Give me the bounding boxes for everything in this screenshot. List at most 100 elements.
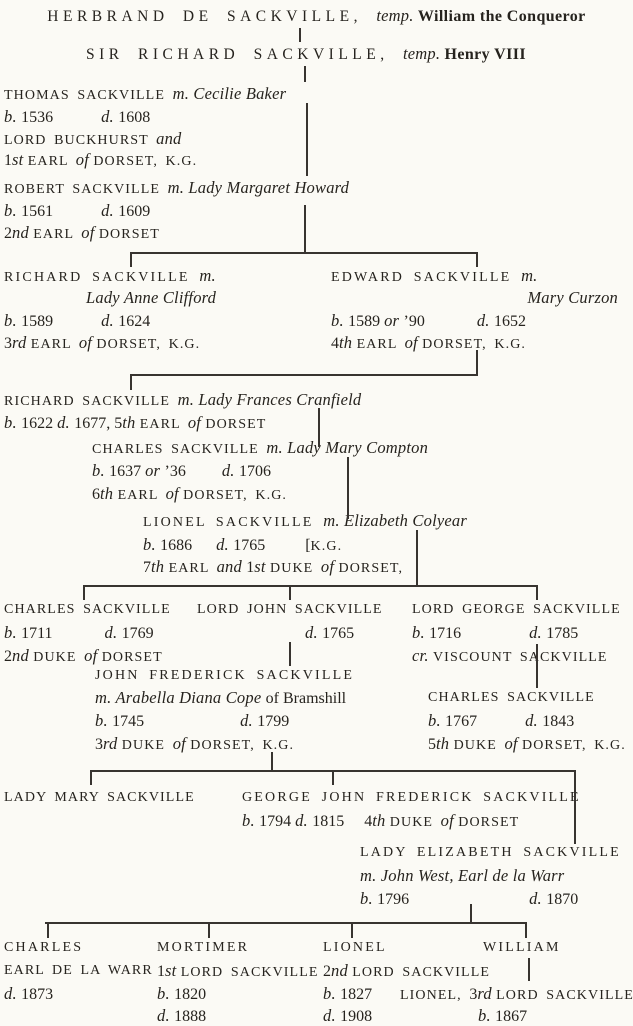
text-segment: of	[187, 413, 206, 432]
lord-john-dates-line: d. 1765	[305, 624, 354, 643]
text-segment: 1796	[377, 891, 410, 908]
john-frederick-style-line: 3rd DUKE of DORSET, K.G.	[95, 735, 294, 754]
william-name-line: WILLIAM	[483, 939, 561, 956]
text-segment: 4	[364, 813, 373, 830]
lady-elizabeth-dates-line: b. 1796 d. 1870	[360, 890, 578, 909]
text-segment: ’90	[403, 313, 425, 330]
text-segment: st	[165, 961, 181, 980]
lord-george-name-line: LORD GEORGE SACKVILLE	[412, 601, 621, 618]
richard-3rd-earl-style-line: 3rd EARL of DORSET, K.G.	[4, 334, 200, 353]
text-segment: WILLIAM	[483, 940, 561, 955]
text-segment: b.	[412, 623, 430, 642]
text-segment: of	[320, 557, 339, 576]
lady-elizabeth-marriage-line: m. John West, Earl de la Warr	[360, 867, 564, 886]
tree-connector-vertical	[525, 922, 527, 938]
text-segment: 5	[114, 415, 123, 432]
sir-richard-title-line: SIR RICHARD SACKVILLE, temp. Henry VIII	[0, 45, 612, 64]
text-segment: DUKE	[121, 738, 173, 753]
text-segment: SIR RICHARD SACKVILLE,	[85, 46, 403, 63]
tree-connector-vertical	[306, 103, 308, 176]
tree-connector-vertical	[289, 585, 291, 600]
text-segment: 1652	[493, 313, 526, 330]
text-segment: d.	[221, 461, 239, 480]
lord-george-dates-line: b. 1716 d. 1785	[412, 624, 578, 643]
lionel-2nd-lord-style-line: 2nd LORD SACKVILLE	[323, 962, 490, 981]
text-segment: m. Lady Mary Compton	[266, 438, 429, 457]
mortimer-name-line: MORTIMER	[157, 939, 249, 956]
text-segment: EARL	[27, 154, 76, 169]
charles-5th-duke-name-line: CHARLES SACKVILLE	[428, 689, 595, 706]
text-segment: EARL	[30, 337, 79, 352]
text-segment: b.	[478, 1006, 496, 1025]
text-segment	[192, 537, 216, 554]
text-segment: d.	[157, 1006, 175, 1025]
text-segment: DORSET	[98, 227, 160, 242]
text-segment: and	[216, 557, 247, 576]
text-segment	[144, 713, 240, 730]
lady-mary-name-line: LADY MARY SACKVILLE	[4, 789, 195, 806]
text-segment: 1677,	[74, 415, 115, 432]
text-segment: EARL	[117, 488, 166, 503]
text-segment: CHARLES	[4, 940, 84, 955]
text-segment: b.	[428, 711, 446, 730]
tree-connector-vertical	[347, 457, 349, 519]
lionel-3rd-lord-name-line: LIONEL, 3rd LORD SACKVILLE	[400, 985, 633, 1004]
text-segment: temp.	[376, 6, 418, 25]
text-segment: m.	[199, 266, 216, 285]
text-segment: EARL	[33, 227, 82, 242]
tree-connector-vertical	[416, 530, 418, 586]
text-segment: 6	[92, 486, 100, 503]
text-segment: LADY MARY SACKVILLE	[4, 790, 195, 805]
text-segment: DUKE	[270, 561, 321, 576]
text-segment: d.	[305, 623, 323, 642]
text-segment: DORSET	[458, 815, 520, 830]
text-segment: and	[156, 129, 182, 148]
tree-connector-horizontal	[45, 922, 527, 924]
text-segment: b.	[4, 413, 22, 432]
text-segment: CHARLES SACKVILLE	[92, 442, 267, 457]
george-john-frederick-dates-line: b. 1794 d. 1815 4th DUKE of DORSET	[242, 812, 519, 831]
john-frederick-name-line: JOHN FREDERICK SACKVILLE	[95, 667, 354, 684]
tree-connector-vertical	[130, 374, 132, 390]
text-segment: of	[75, 150, 94, 169]
text-segment: LADY ELIZABETH SACKVILLE	[360, 845, 621, 860]
text-segment	[477, 713, 525, 730]
text-segment	[461, 625, 529, 642]
text-segment: 1843	[542, 713, 575, 730]
text-segment: nd	[12, 223, 34, 242]
text-segment: DORSET, K.G.	[183, 488, 288, 503]
tree-connector-vertical	[208, 922, 210, 938]
text-segment: b.	[157, 984, 175, 1003]
text-segment: 1827	[340, 986, 373, 1003]
text-segment: ’36	[164, 463, 186, 480]
text-segment: rd	[477, 984, 497, 1003]
tree-connector-vertical	[47, 922, 49, 938]
richard-5th-earl-marriage-line: RICHARD SACKVILLE m. Lady Frances Cranfi…	[4, 391, 361, 410]
text-segment: LIONEL SACKVILLE	[143, 515, 324, 530]
charles-6th-earl-style-line: 6th EARL of DORSET, K.G.	[92, 485, 287, 504]
text-segment: DUKE	[389, 815, 441, 830]
text-segment: LORD BUCKHURST	[4, 133, 157, 148]
text-segment: of	[78, 333, 97, 352]
text-segment: 2	[4, 225, 12, 242]
lionel-1st-duke-dates-line: b. 1686 d. 1765 [K.G.	[143, 536, 342, 555]
charles-6th-earl-marriage-line: CHARLES SACKVILLE m. Lady Mary Compton	[92, 439, 428, 458]
tree-connector-vertical	[574, 770, 576, 844]
charles-de-la-warr-style-line: EARL DE LA WARR	[4, 962, 153, 979]
text-segment: nd	[331, 961, 353, 980]
text-segment: of Bramshill	[265, 690, 347, 707]
text-segment: DORSET, K.G.	[190, 738, 295, 753]
text-segment: K.G.	[310, 539, 343, 554]
text-segment: d.	[101, 107, 119, 126]
text-segment: m. John West, Earl de la Warr	[360, 866, 565, 885]
text-segment: th	[436, 734, 454, 753]
text-segment: MORTIMER	[157, 940, 250, 955]
text-segment: 1706	[238, 463, 271, 480]
text-segment	[53, 109, 101, 126]
tree-connector-vertical	[476, 252, 478, 267]
text-segment: 4	[331, 335, 339, 352]
text-segment: b.	[4, 201, 22, 220]
text-segment: EARL DE LA WARR	[4, 963, 153, 978]
tree-connector-vertical	[536, 585, 538, 600]
text-segment: EDWARD SACKVILLE	[331, 270, 522, 285]
